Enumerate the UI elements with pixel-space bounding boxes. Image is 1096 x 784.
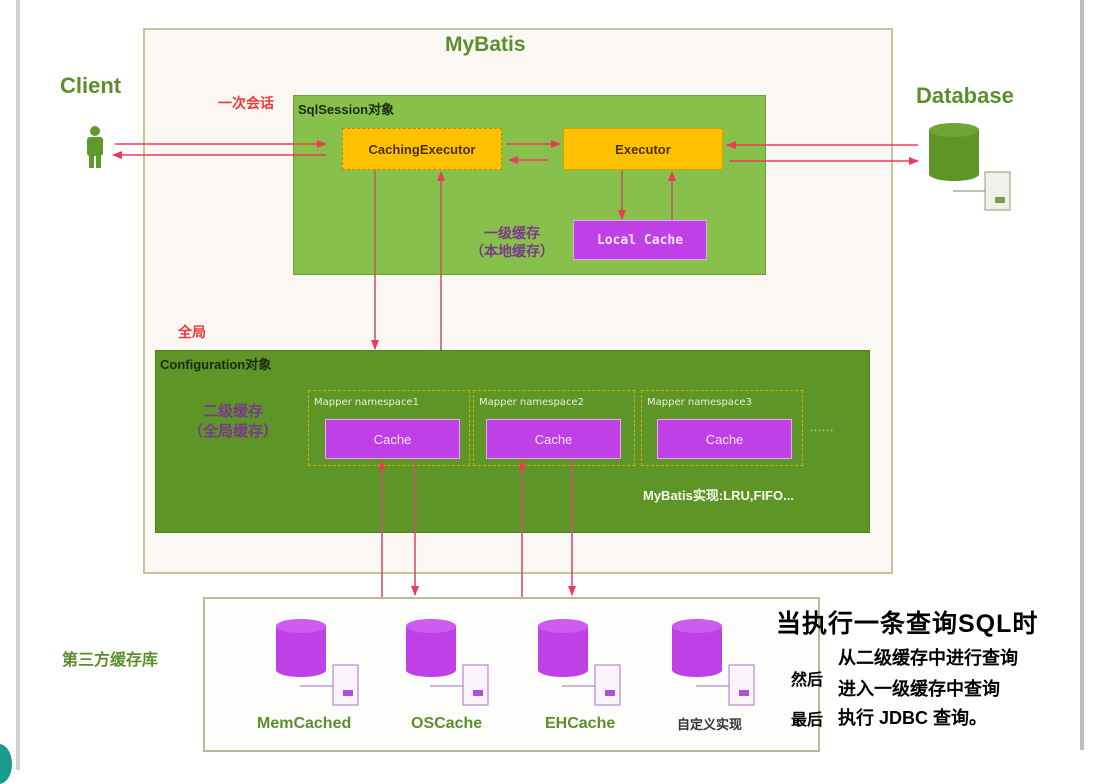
configuration-caption: Configuration对象	[160, 357, 272, 372]
oscache-cylinder-icon	[406, 619, 489, 706]
note-title: 当执行一条查询SQL时	[776, 610, 1039, 638]
mybatis-impl-note: MyBatis实现:LRU,FIFO...	[643, 488, 794, 503]
global-scope-label: 全局	[178, 324, 206, 340]
library-oscache: OSCache	[411, 715, 483, 732]
local-cache-box: Local Cache	[573, 220, 707, 260]
ehcache-cylinder-icon	[538, 619, 621, 706]
note-line-2: 进入一级缓存中查询	[838, 679, 1000, 699]
level2-label-line1: 二级缓存	[203, 403, 264, 420]
note-line-1: 从二级缓存中进行查询	[838, 648, 1018, 668]
sqlsession-caption: SqlSession对象	[298, 102, 395, 117]
namespace-box-3	[641, 390, 803, 466]
level2-cache-label: 二级缓存 （全局缓存）	[188, 402, 278, 442]
level1-label-line1: 一级缓存	[484, 225, 540, 241]
namespace-caption-2: Mapper namespace2	[479, 397, 584, 408]
namespace-cache-3: Cache	[657, 419, 792, 459]
memcached-cylinder-icon	[276, 619, 359, 706]
namespace-box-1	[308, 390, 470, 466]
library-ehcache: EHCache	[545, 715, 616, 732]
note-line-3: 执行 JDBC 查询。	[838, 708, 988, 728]
right-border	[1080, 0, 1084, 750]
client-person-icon	[87, 126, 103, 168]
namespace-caption-1: Mapper namespace1	[314, 397, 419, 408]
namespace-cache-1: Cache	[325, 419, 460, 459]
left-border	[16, 0, 20, 770]
database-label: Database	[916, 83, 1014, 108]
note-prefix-2: 然后	[791, 672, 824, 689]
level1-label-line2: （本地缓存）	[470, 243, 554, 259]
database-cylinder-icon	[929, 123, 1011, 211]
level1-cache-label: 一级缓存 （本地缓存）	[470, 224, 554, 260]
level2-label-line2: （全局缓存）	[188, 423, 279, 440]
custom-cache-cylinder-icon	[672, 619, 755, 706]
namespace-caption-3: Mapper namespace3	[647, 397, 752, 408]
namespace-box-2	[473, 390, 635, 466]
executor-box: Executor	[563, 128, 723, 170]
more-namespaces-ellipsis: ......	[810, 422, 835, 434]
library-memcached: MemCached	[257, 715, 352, 732]
client-label: Client	[60, 73, 122, 98]
session-scope-label: 一次会话	[218, 95, 274, 111]
caching-executor-box: CachingExecutor	[342, 128, 502, 170]
third-party-label: 第三方缓存库	[62, 652, 159, 669]
note-prefix-3: 最后	[791, 712, 824, 729]
mybatis-title: MyBatis	[445, 33, 526, 56]
library-custom: 自定义实现	[677, 717, 743, 732]
namespace-cache-2: Cache	[486, 419, 621, 459]
